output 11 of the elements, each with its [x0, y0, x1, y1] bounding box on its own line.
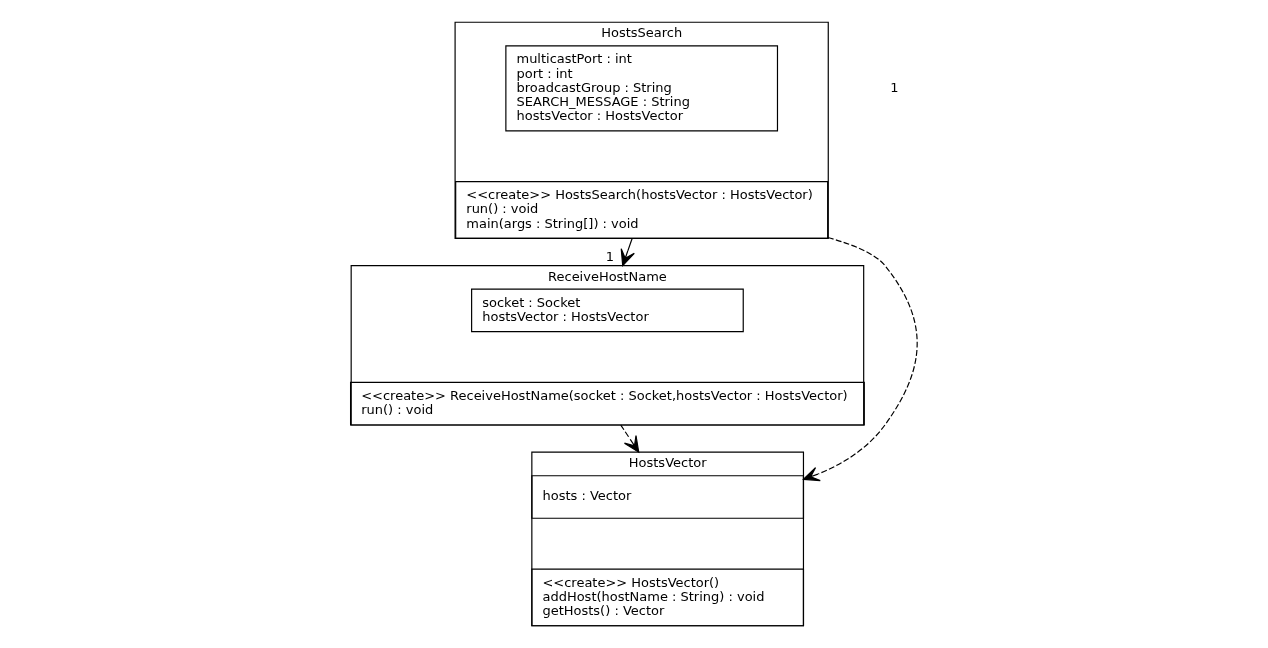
node-box: multicastPort : int port : int broadcastGroup : String SEARCH_MESSAGE : String hostsVector : HostsVector	[505, 45, 779, 132]
node-box: socket : Socket hostsVector : HostsVector	[471, 288, 744, 333]
node-box: hosts : Vector	[531, 475, 805, 519]
label: 1	[890, 79, 899, 95]
arrow	[802, 236, 918, 482]
arrow	[620, 424, 640, 453]
node-box: <<create>> HostsVector() addHost(hostName : String) : void getHosts() : Vector	[531, 568, 805, 627]
arrow	[620, 237, 635, 267]
edge-label: 1	[605, 249, 614, 265]
node-box: <<create>> HostsSearch(hostsVector : HostsVector) run() : void main(args : String[]) : void	[455, 181, 829, 239]
node-box: <<create>> ReceiveHostName(socket : Socket,hostsVector : HostsVector) run() : void	[350, 381, 865, 426]
